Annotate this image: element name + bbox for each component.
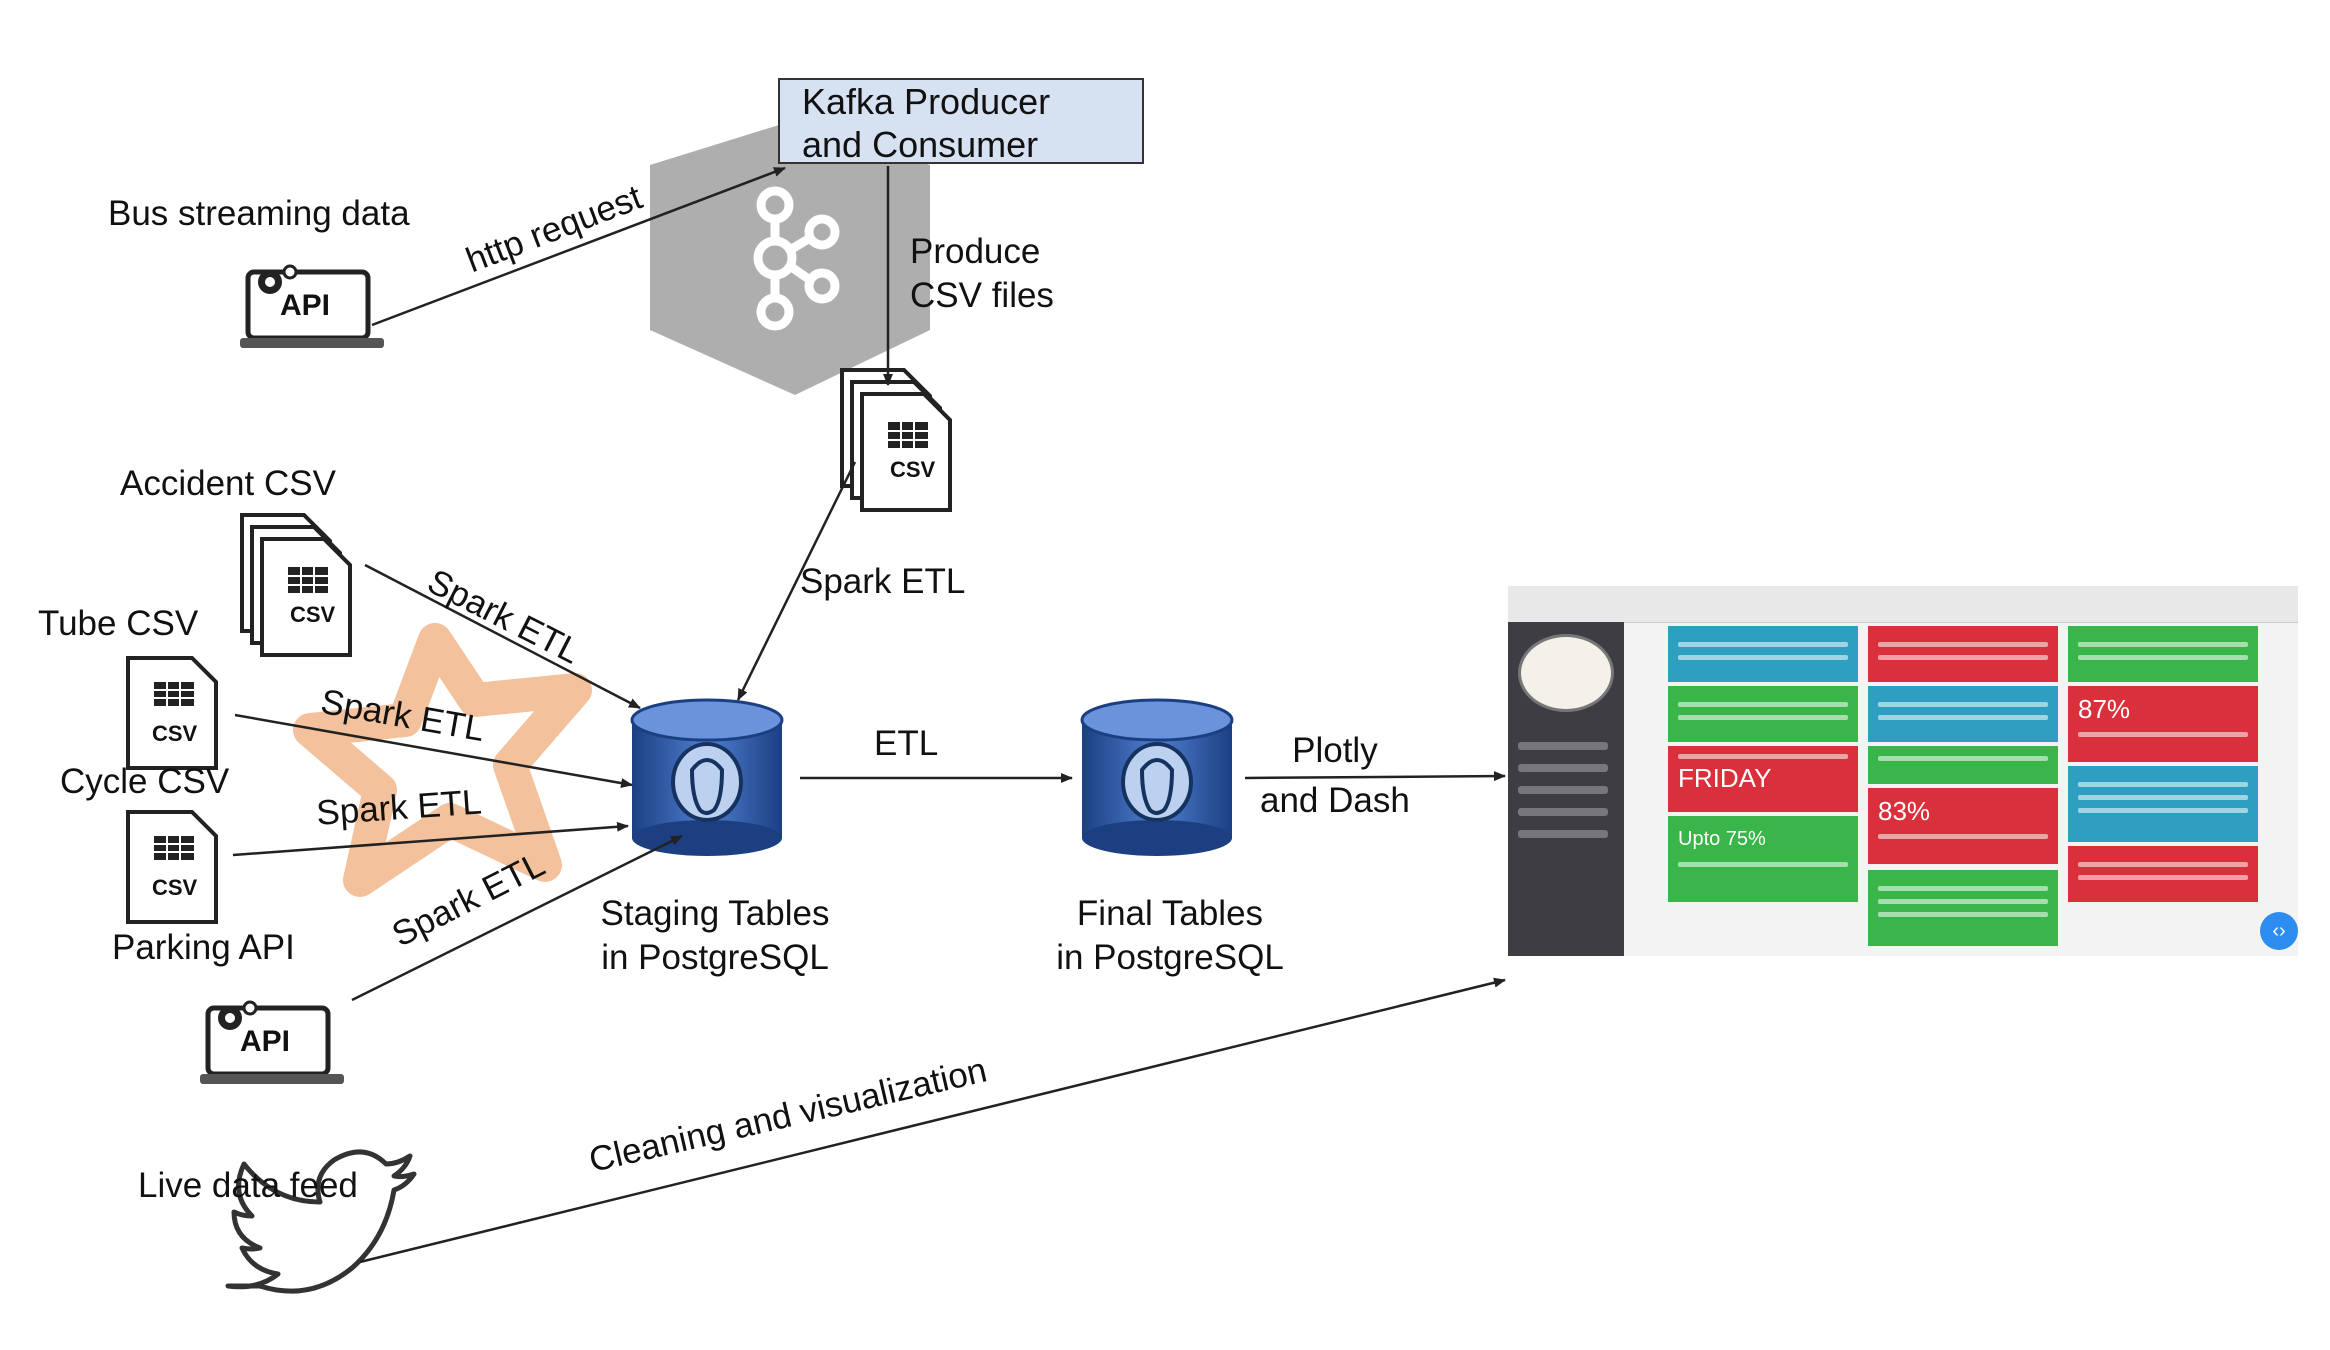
tube-csv-label: Tube CSV [38, 604, 199, 643]
dashboard-card [2068, 846, 2258, 902]
dashboard-card: 87% [2068, 686, 2258, 762]
bus-streaming-label: Bus streaming data [108, 194, 410, 233]
sidebar-item [1518, 742, 1608, 750]
sidebar-item [1518, 786, 1608, 794]
dashboard-nav-button[interactable]: ‹› [2260, 912, 2298, 950]
dashboard-card [1868, 686, 2058, 742]
dashboard-card: 83% [1868, 788, 2058, 864]
live-data-feed-label: Live data feed [138, 1166, 358, 1205]
sidebar-item [1518, 764, 1608, 772]
arrow-plotly-dash [1244, 771, 1506, 782]
csv-accident-text: CSV [290, 602, 336, 627]
postgresql-elephant-icon [630, 698, 784, 856]
dashboard-card [1668, 686, 1858, 742]
arrow-kafka-spark-etl [736, 461, 857, 701]
dashboard-card [1868, 626, 2058, 682]
dashboard-value: 83% [1878, 796, 1931, 826]
api-laptop-icon [240, 264, 384, 348]
dashboard-card [2068, 766, 2258, 842]
dashboard-logo [1518, 634, 1614, 712]
csv-file-icon [126, 656, 218, 770]
dashboard-card: FRIDAY [1668, 746, 1858, 812]
sidebar-item [1518, 830, 1608, 838]
dashboard-value: Upto 75% [1678, 828, 1766, 850]
spark-etl-kafka-label: Spark ETL [800, 562, 966, 601]
csv-stack-icon [840, 368, 952, 512]
dashboard-card [1868, 746, 2058, 784]
arrow-tube-spark-etl [234, 713, 633, 789]
dashboard-value: FRIDAY [1678, 763, 1772, 793]
sidebar-item [1518, 808, 1608, 816]
staging-tables-label: Staging Tables in PostgreSQL [600, 894, 830, 977]
arrow-cleaning-visualization [359, 977, 1506, 1264]
csv-kafka-text: CSV [890, 457, 936, 482]
dashboard-card [2068, 626, 2258, 682]
accident-csv-label: Accident CSV [120, 464, 336, 503]
final-tables-label: Final Tables in PostgreSQL [1056, 894, 1284, 977]
api-top-text: API [280, 289, 331, 322]
csv-file-icon [126, 810, 218, 924]
arrow-cycle-spark-etl [232, 821, 629, 857]
spark-star-icon [293, 623, 592, 897]
kafka-box-label: Kafka Producer and Consumer [802, 81, 1051, 165]
dashboard-card [1668, 626, 1858, 682]
cycle-csv-label: Cycle CSV [60, 762, 230, 801]
csv-tube-text: CSV [152, 721, 198, 746]
dashboard-sidebar [1508, 622, 1624, 956]
csv-cycle-text: CSV [152, 875, 198, 900]
dashboard-card [1868, 870, 2058, 946]
csv-stack-icon [240, 513, 352, 657]
parking-api-label: Parking API [112, 928, 295, 967]
plotly-dash-label: Plotly and Dash [1260, 731, 1410, 820]
browser-chrome [1508, 586, 2298, 623]
twitter-bird-icon [225, 1149, 417, 1294]
dashboard-card: Upto 75% [1668, 816, 1858, 902]
kafka-producer-consumer-box: Kafka Producer and Consumer [778, 78, 1144, 165]
api-laptop-icon [200, 1000, 344, 1084]
etl-label: ETL [874, 724, 939, 763]
arrow-parking-spark-etl [351, 834, 683, 1002]
arrow-http-request [371, 166, 786, 327]
produce-csv-label: Produce CSV files [910, 232, 1054, 315]
kafka-logo-icon [650, 120, 930, 395]
arrow-accident-spark-etl [364, 563, 641, 710]
dashboard-screenshot: FRIDAY Upto 75% 83% 87% [1508, 586, 2298, 956]
api-bottom-text: API [240, 1025, 291, 1058]
dashboard-value: 87% [2078, 694, 2131, 724]
connectors [232, 166, 1506, 1264]
postgresql-elephant-icon [1080, 698, 1234, 856]
